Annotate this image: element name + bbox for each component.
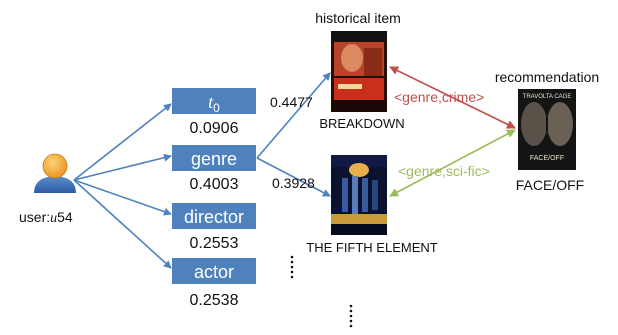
- svg-text:director: director: [184, 207, 244, 227]
- svg-text:genre: genre: [191, 149, 237, 169]
- edge-user-t0: [73, 103, 172, 181]
- ellipsis-vertical-2: [349, 304, 353, 328]
- link-label-sci-fic: <genre,sci-fic>: [398, 163, 490, 179]
- ellipsis-vertical-1: [290, 255, 294, 279]
- link-arrow-sci-fic: [389, 129, 516, 197]
- relation-weight-actor: 0.2538: [190, 292, 239, 309]
- svg-text:actor: actor: [194, 262, 234, 282]
- relation-box-t0: t0: [172, 88, 256, 115]
- svg-text:t0: t0: [208, 92, 220, 115]
- edge-genre-fifth-element: [256, 157, 331, 197]
- recommendation-heading: recommendation: [495, 69, 599, 85]
- poster-face-off-actors: TRAVOLTA CAGE: [523, 94, 572, 100]
- relation-weight-t0: 0.0906: [190, 120, 239, 137]
- poster-face-off: TRAVOLTA CAGE FACE/OFF: [518, 89, 576, 170]
- user-label: user:u54: [19, 209, 73, 226]
- user-icon: [34, 153, 76, 193]
- user-relation-edges: [73, 103, 172, 269]
- relation-box-director: director: [172, 203, 256, 229]
- poster-face-off-title: FACE/OFF: [530, 155, 564, 162]
- item-weight-fifth-element: 0.3928: [272, 175, 315, 191]
- link-arrow-crime: [389, 66, 516, 129]
- historical-heading: historical item: [315, 10, 401, 26]
- relation-weight-genre: 0.4003: [190, 176, 239, 193]
- poster-fifth-element: [331, 155, 387, 235]
- item-weight-breakdown: 0.4477: [270, 94, 313, 110]
- edge-genre-breakdown: [256, 72, 331, 159]
- recommendation-title: FACE/OFF: [516, 177, 584, 193]
- relation-box-actor: actor: [172, 258, 256, 284]
- edge-user-director: [73, 179, 172, 216]
- poster-breakdown: [331, 31, 387, 112]
- genre-item-edges: [256, 72, 331, 197]
- item-title-fifth-element: THE FIFTH ELEMENT: [306, 240, 438, 255]
- edge-user-genre: [73, 153, 172, 181]
- relation-weight-director: 0.2553: [190, 235, 239, 252]
- item-title-breakdown: BREAKDOWN: [319, 116, 404, 131]
- edge-user-actor: [73, 179, 172, 269]
- link-label-crime: <genre,crime>: [394, 89, 484, 105]
- relation-box-genre: genre: [172, 145, 256, 171]
